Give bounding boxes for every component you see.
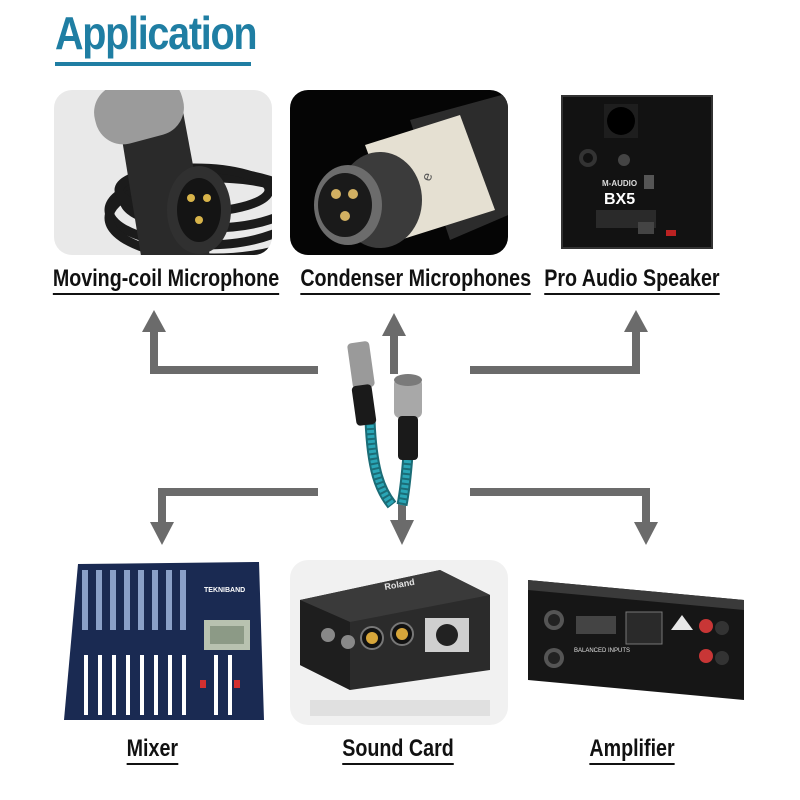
label-condenser-microphones: Condenser Microphones [275, 265, 535, 295]
condenser-microphone-image: e [290, 90, 508, 255]
speaker-model-text: BX5 [604, 191, 635, 208]
arrow-down-icon [390, 496, 414, 545]
amp-jack-label-text: BALANCED INPUTS [574, 648, 630, 654]
arrow-up-icon [142, 310, 318, 374]
arrow-up-icon [470, 310, 648, 374]
sound-card-image: Roland [290, 560, 508, 725]
label-pro-audio-speaker: Pro Audio Speaker [502, 265, 762, 295]
moving-coil-microphone-image [54, 90, 272, 255]
label-sound-card: Sound Card [268, 735, 528, 765]
arrow-down-icon [470, 488, 658, 545]
arrow-up-icon [382, 313, 406, 374]
amplifier-image: BALANCED INPUTS [526, 560, 744, 725]
pro-audio-speaker-image: M-AUDIO BX5 [526, 90, 744, 255]
label-moving-coil-microphone: Moving-coil Microphone [28, 265, 288, 295]
xlr-cable-icon [347, 341, 422, 509]
label-mixer: Mixer [22, 735, 282, 765]
label-amplifier: Amplifier [502, 735, 762, 765]
mixer-image: TEKNIBAND [54, 560, 272, 725]
mixer-brand-text: TEKNIBAND [204, 587, 245, 594]
arrow-down-icon [150, 488, 318, 545]
title-underline [55, 62, 251, 66]
speaker-brand-text: M-AUDIO [602, 179, 637, 188]
page-title: Application [55, 7, 257, 59]
